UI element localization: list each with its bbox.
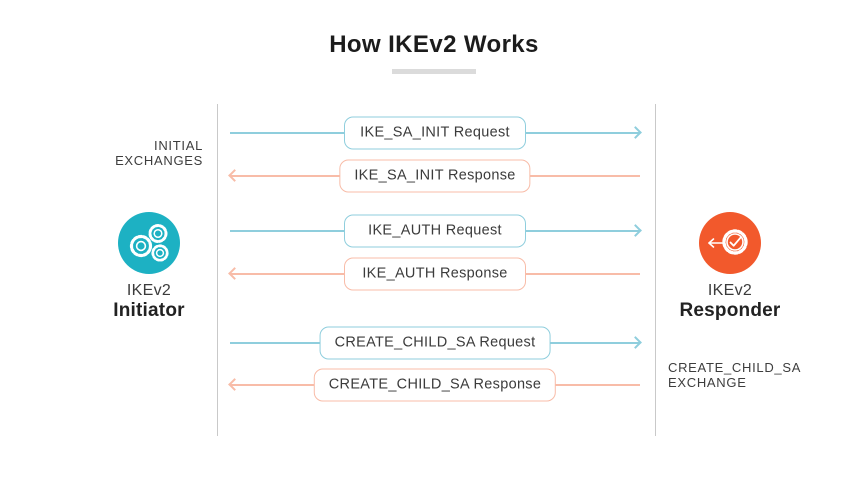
- arrow-left-icon: [228, 169, 241, 182]
- create-child-sa-exchange-label-line1: CREATE_CHILD_SA: [668, 360, 802, 375]
- gears-icon: [118, 212, 180, 274]
- verified-gear-arrow-icon: [699, 212, 761, 274]
- message-box: IKE_SA_INIT Request: [344, 116, 526, 150]
- message-box: IKE_SA_INIT Response: [339, 159, 531, 193]
- initial-exchanges-label-line1: INITIAL: [154, 138, 203, 153]
- initiator-role: Initiator: [113, 300, 185, 321]
- title-underline: [392, 69, 476, 74]
- create-child-sa-exchange-label-line2: EXCHANGE: [668, 375, 747, 390]
- responder-role: Responder: [679, 300, 781, 321]
- message-box: IKE_AUTH Response: [344, 257, 526, 291]
- initiator-name: IKEv2: [126, 282, 172, 299]
- arrow-right-icon: [629, 126, 642, 139]
- arrow-left-icon: [228, 267, 241, 280]
- arrow-left-icon: [228, 378, 241, 391]
- message-box: CREATE_CHILD_SA Request: [319, 326, 551, 360]
- arrow-right-icon: [629, 336, 642, 349]
- responder-node: IKEv2 Responder: [670, 212, 790, 322]
- initial-exchanges-label: INITIAL EXCHANGES: [115, 138, 203, 168]
- arrow-right-icon: [629, 224, 642, 237]
- responder-avatar: [699, 212, 761, 274]
- message-box: IKE_AUTH Request: [344, 214, 526, 248]
- initial-exchanges-label-line2: EXCHANGES: [115, 153, 203, 168]
- create-child-sa-exchange-label: CREATE_CHILD_SA EXCHANGE: [668, 360, 801, 390]
- message-box: CREATE_CHILD_SA Response: [313, 368, 557, 402]
- responder-name: IKEv2: [707, 282, 753, 299]
- initiator-lifeline: [217, 104, 218, 436]
- initiator-node: IKEv2 Initiator: [89, 212, 209, 322]
- initiator-avatar: [118, 212, 180, 274]
- page-title: How IKEv2 Works: [329, 31, 539, 58]
- responder-lifeline: [655, 104, 656, 436]
